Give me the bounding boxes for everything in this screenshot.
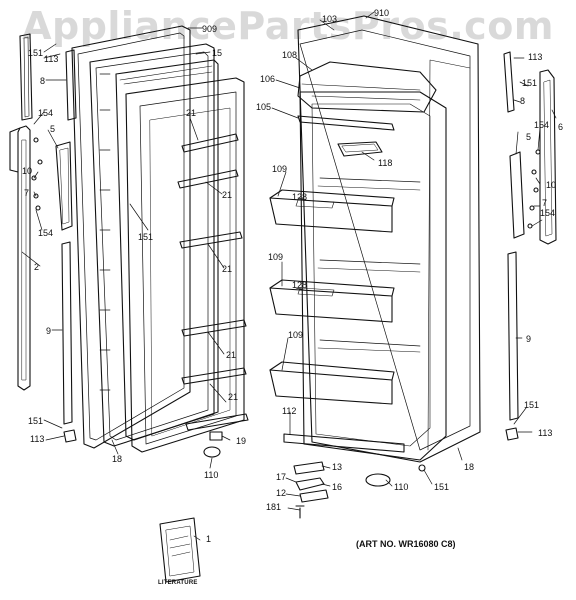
callout-910: 910 (374, 8, 389, 18)
callout-9-left: 9 (46, 326, 51, 336)
callout-18-right: 18 (464, 462, 474, 472)
callout-151-right: 151 (522, 78, 537, 88)
callout-18-left: 18 (112, 454, 122, 464)
handle-mount-right (509, 151, 525, 239)
callout-128-upper: 128 (292, 192, 307, 202)
callout-10-right: 10 (546, 180, 556, 190)
callout-151-bottom-left: 151 (28, 416, 43, 426)
control-housing (297, 61, 437, 113)
callout-13: 13 (332, 462, 342, 472)
door-inner-liner (115, 59, 219, 441)
callout-113-top-left: 113 (44, 54, 58, 64)
callout-15: 15 (212, 48, 222, 58)
leader-lines (21, 11, 557, 541)
callout-181: 181 (266, 502, 281, 512)
callout-6: 6 (558, 122, 563, 132)
callout-151-bottom-center: 151 (434, 482, 449, 492)
callout-154-right-lower: 154 (540, 208, 555, 218)
light-shield (297, 115, 395, 131)
callout-113-top-right: 113 (528, 52, 542, 62)
callout-12: 12 (276, 488, 286, 498)
callout-151-bottom-right: 151 (524, 400, 539, 410)
callout-103: 103 (322, 14, 337, 24)
cabinet-liner (299, 91, 447, 461)
callout-128-middle: 128 (292, 280, 307, 290)
handle-mount-left (55, 141, 73, 231)
callout-9-right: 9 (526, 334, 531, 344)
door-bin-middle (269, 279, 395, 323)
callout-112: 112 (282, 406, 296, 416)
fresh-food-door-outer (71, 25, 191, 449)
callout-16: 16 (332, 482, 342, 492)
callout-113-bottom-left: 113 (30, 434, 44, 444)
callout-10-left: 10 (22, 166, 32, 176)
callout-109-middle: 109 (268, 252, 283, 262)
callout-118: 118 (378, 158, 392, 168)
callout-5-right: 5 (526, 132, 531, 142)
screws-left (31, 137, 43, 211)
callout-2: 2 (34, 262, 39, 272)
screw-bottom-right (418, 464, 426, 472)
callout-108: 108 (282, 50, 297, 60)
callout-151-center: 151 (138, 232, 153, 242)
callout-21-d: 21 (226, 350, 236, 360)
literature-label: LITERATURE (158, 580, 198, 586)
door-shelf-bars (177, 133, 249, 431)
callout-21-a: 21 (186, 108, 196, 118)
callout-5-left: 5 (50, 124, 55, 134)
callout-151-top-left: 151 (28, 48, 43, 58)
door-gasket-strip-left (19, 33, 33, 121)
literature-booklet (159, 517, 201, 583)
callout-1: 1 (206, 534, 211, 544)
door-bin-lower (269, 361, 395, 405)
callout-labels: 151 113 8 154 5 10 7 154 2 9 151 113 18 … (22, 8, 563, 544)
screws-right (527, 149, 541, 229)
callout-7-right: 7 (542, 198, 547, 208)
callout-909: 909 (202, 24, 217, 34)
trim-strip-lower-right (507, 251, 519, 421)
trim-strip-left (65, 49, 77, 121)
door-bin-upper (269, 189, 395, 233)
butter-tray (337, 141, 383, 157)
callout-106: 106 (260, 74, 275, 84)
callout-105: 105 (256, 102, 271, 112)
toe-grille (283, 433, 405, 453)
door-liner (89, 43, 215, 447)
door-handle-left (9, 125, 31, 391)
callout-21-c: 21 (222, 264, 232, 274)
callout-21-b: 21 (222, 190, 232, 200)
callout-17: 17 (276, 472, 286, 482)
callout-110-left: 110 (204, 470, 218, 480)
callout-154-left-lower: 154 (38, 228, 53, 238)
trim-strip-right (503, 51, 515, 113)
art-number: (ART NO. WR16080 C8) (356, 539, 456, 549)
callout-7-left: 7 (24, 188, 29, 198)
callout-8-left: 8 (40, 76, 45, 86)
callout-8-right: 8 (520, 96, 525, 106)
hinge-cap-right (365, 473, 391, 487)
callout-110-right: 110 (394, 482, 408, 492)
door-hinge-left (203, 431, 223, 458)
cabinet-outer (297, 15, 481, 463)
callout-109-upper: 109 (272, 164, 287, 174)
callout-154-right-upper: 154 (534, 120, 549, 130)
hinge-cap-left (63, 429, 77, 443)
door-handle-right (539, 69, 557, 245)
callout-21-e: 21 (228, 392, 238, 402)
callout-19: 19 (236, 436, 246, 446)
callout-109-lower: 109 (288, 330, 303, 340)
callout-154-left-upper: 154 (38, 108, 53, 118)
trim-strip-lower-left (61, 241, 73, 425)
hinge-cap-right-bottom (505, 427, 519, 441)
cabinet-shelf-lines (317, 177, 421, 353)
callout-113-bottom-right: 113 (538, 428, 552, 438)
